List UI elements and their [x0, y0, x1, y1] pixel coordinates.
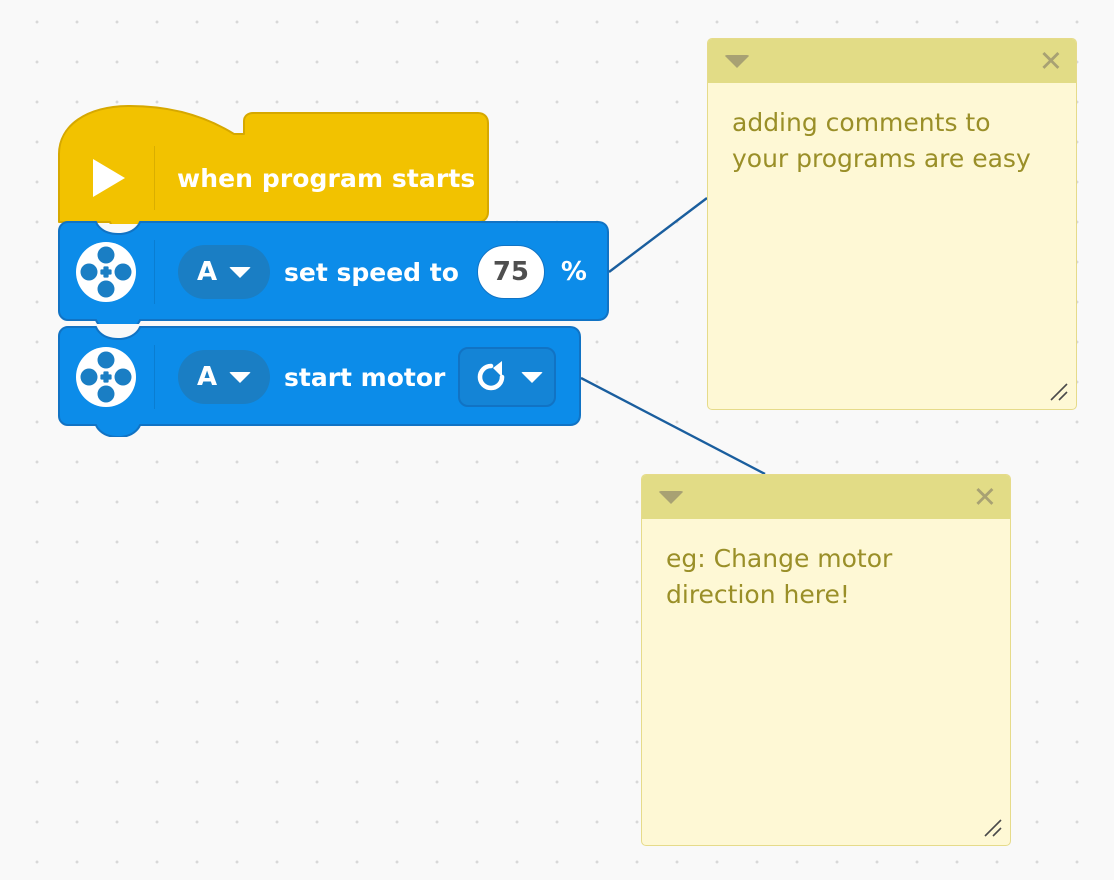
motor-icon: [58, 346, 154, 408]
set-speed-divider: [154, 240, 155, 304]
collapse-caret-icon[interactable]: [724, 54, 750, 68]
block-set-speed[interactable]: A set speed to 75 %: [58, 220, 614, 324]
resize-grip-icon[interactable]: [1048, 381, 1070, 403]
connector-set-speed: [608, 197, 708, 273]
port-value: A: [196, 257, 218, 287]
comment-header[interactable]: ✕: [642, 475, 1010, 519]
block-when-program-starts[interactable]: when program starts: [58, 104, 489, 224]
speed-value-input[interactable]: 75: [476, 245, 545, 299]
percent-label: %: [560, 257, 587, 287]
speed-value: 75: [492, 257, 529, 287]
clockwise-rotation-icon: [478, 361, 505, 391]
play-icon: [58, 159, 154, 197]
comment-text[interactable]: eg: Change motor direction here!: [666, 544, 893, 609]
close-icon[interactable]: ✕: [1038, 43, 1063, 78]
chevron-down-icon: [229, 266, 252, 278]
resize-grip-icon[interactable]: [982, 817, 1004, 839]
hat-block-shape: [58, 105, 489, 224]
port-value: A: [196, 362, 218, 392]
start-motor-label: start motor: [284, 362, 446, 392]
block-start-motor[interactable]: A start motor: [58, 325, 586, 437]
collapse-caret-icon[interactable]: [658, 490, 684, 504]
chevron-down-icon: [229, 371, 252, 383]
hat-divider: [154, 146, 155, 210]
hat-block-label: when program starts: [177, 163, 476, 193]
comment-box[interactable]: ✕ eg: Change motor direction here!: [641, 474, 1011, 846]
close-icon[interactable]: ✕: [972, 479, 997, 514]
direction-dropdown[interactable]: [458, 347, 557, 407]
comment-text[interactable]: adding comments to your programs are eas…: [732, 108, 1031, 173]
comment-box[interactable]: ✕ adding comments to your programs are e…: [707, 38, 1077, 410]
start-motor-divider: [154, 345, 155, 409]
motor-icon: [58, 241, 154, 303]
script-stack[interactable]: when program starts: [58, 104, 614, 437]
set-speed-label: set speed to: [284, 257, 459, 287]
port-dropdown-set-speed[interactable]: A: [178, 245, 270, 299]
chevron-down-icon: [521, 371, 544, 383]
comment-header[interactable]: ✕: [708, 39, 1076, 83]
port-dropdown-start-motor[interactable]: A: [178, 350, 270, 404]
